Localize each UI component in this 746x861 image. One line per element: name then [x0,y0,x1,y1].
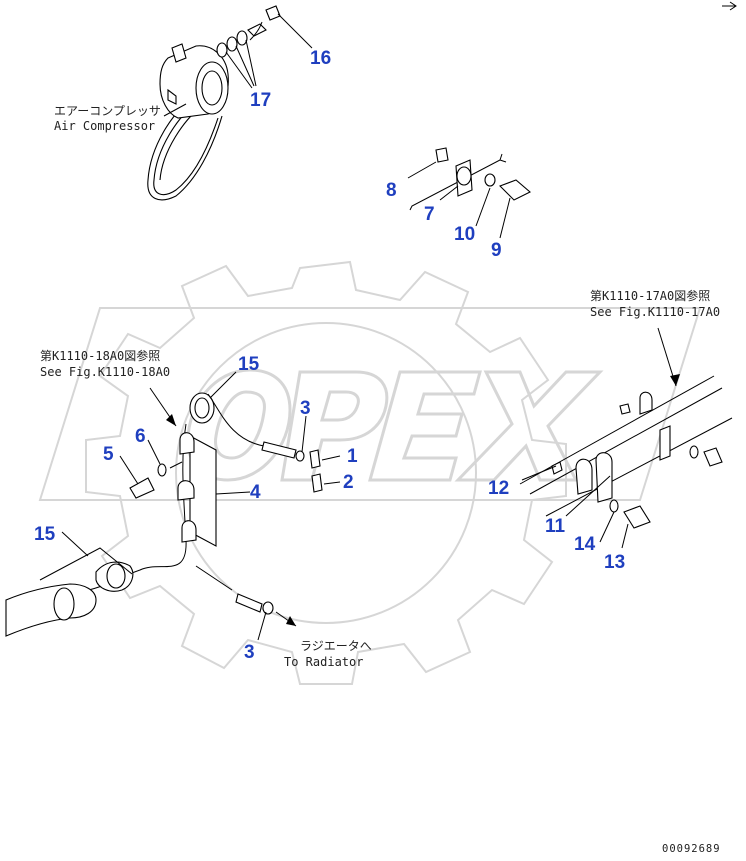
see-fig-18-label-en: See Fig.K1110-18A0 [40,365,170,379]
callout-4: 4 [250,482,261,503]
callout-1: 1 [347,446,358,467]
callout-14: 14 [574,534,596,555]
air-compressor-label-en: Air Compressor [54,119,155,133]
callout-3-lower: 3 [244,642,255,663]
see-fig-18-label-jp: 第K1110-18A0図参照 [40,348,160,363]
to-radiator-label-en: To Radiator [284,655,363,669]
callout-13: 13 [604,552,625,573]
to-radiator-label-jp: ラジエータへ [300,639,372,653]
pipe-group [5,371,341,641]
bracket-group-7-10 [407,147,531,239]
watermark-text [186,368,604,482]
callout-16: 16 [310,48,331,69]
callout-15-upper: 15 [238,354,260,375]
callout-9: 9 [491,240,502,261]
drawing-code: 00092689 [662,843,721,855]
callout-2: 2 [343,472,354,493]
callout-6: 6 [135,426,146,447]
watermark-gear [38,260,702,685]
callout-17: 17 [250,90,271,111]
callout-10: 10 [454,224,475,245]
see-fig-17-label-en: See Fig.K1110-17A0 [590,305,720,319]
see-fig-17-label-jp: 第K1110-17A0図参照 [590,288,710,303]
callout-11: 11 [545,516,566,537]
callout-3-upper: 3 [300,398,311,419]
air-compressor-label-jp: エアーコンプレッサ [54,104,161,118]
callout-8: 8 [386,180,397,201]
corner-mark-icon [722,1,737,11]
callout-7: 7 [424,204,435,225]
callout-15-lower: 15 [34,524,56,545]
callout-12: 12 [488,478,509,499]
callout-5: 5 [103,444,114,465]
air-compressor [147,5,313,201]
clamp-group-11-14 [519,327,733,549]
